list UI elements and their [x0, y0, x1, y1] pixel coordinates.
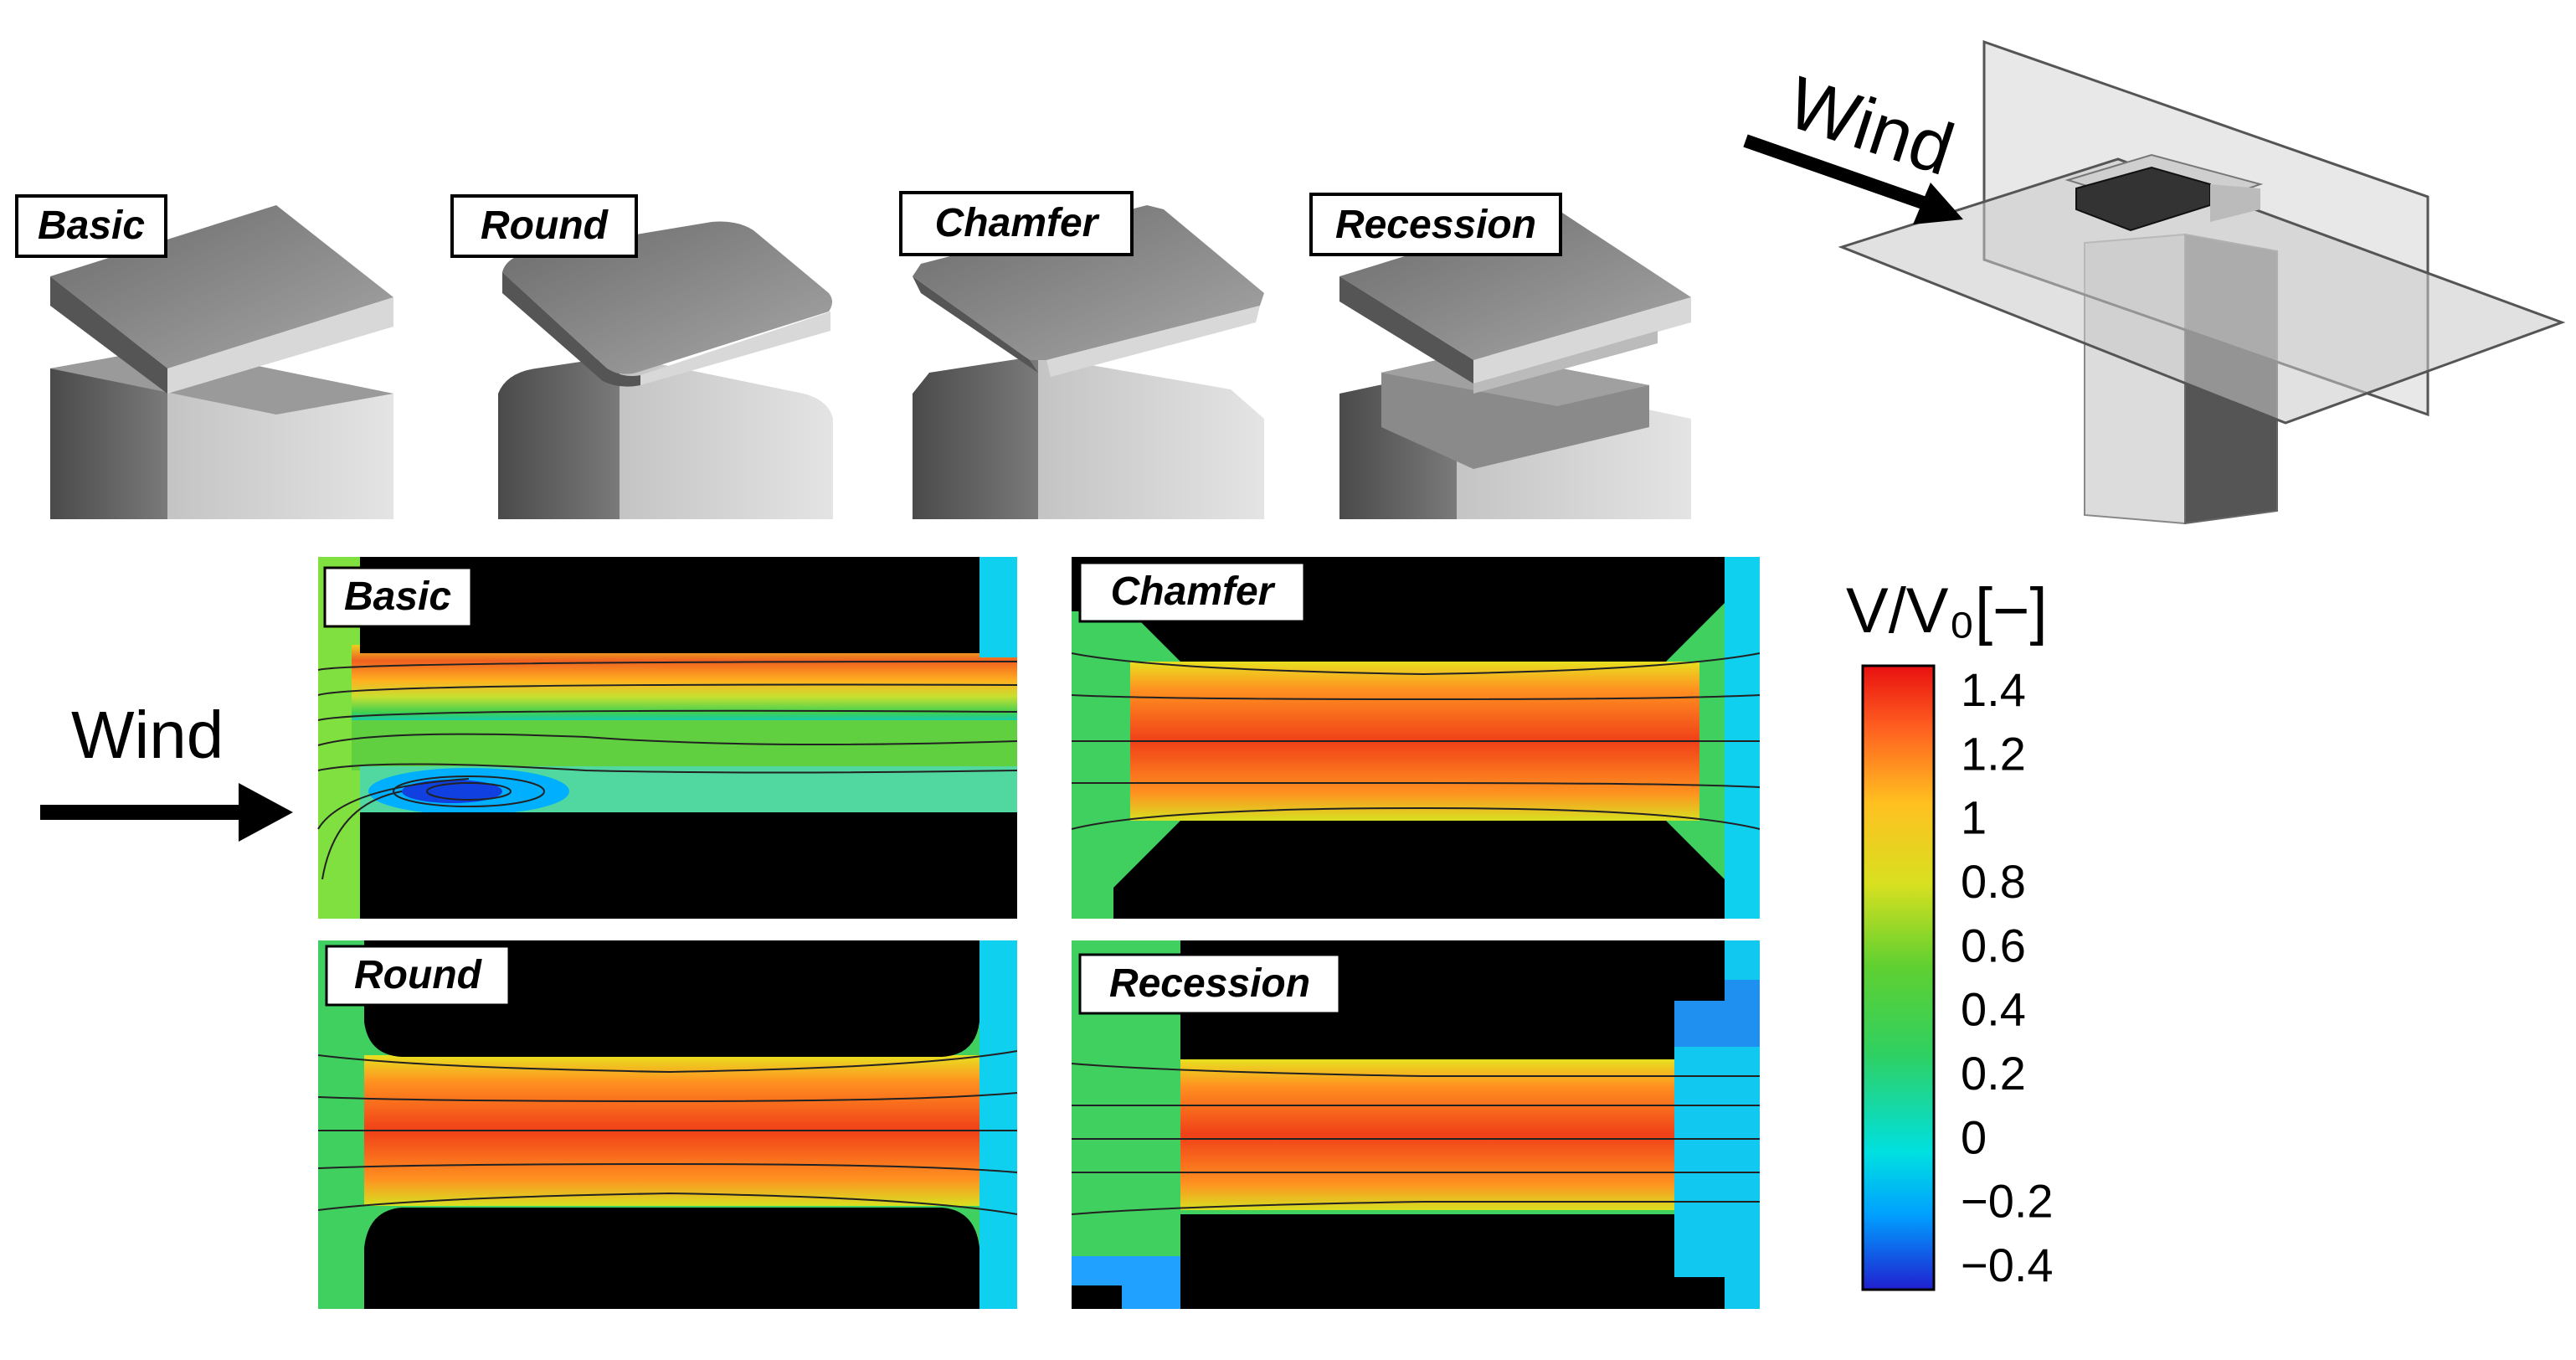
- colorbar-tick-label: 1: [1961, 791, 1987, 844]
- colorbar-tick-label: −0.4: [1961, 1239, 2054, 1291]
- model-label-round: Round: [450, 194, 638, 258]
- colorbar-tick-label: 0.6: [1961, 919, 2026, 971]
- colorbar-tick-label: −0.2: [1961, 1175, 2054, 1228]
- panel-label-round: Round: [325, 945, 511, 1007]
- model-round-label-text: Round: [481, 203, 609, 248]
- model-round: [498, 221, 833, 519]
- colorbar-tick-label: 0.8: [1961, 855, 2026, 908]
- panel-label-chamfer: Chamfer: [1078, 561, 1306, 623]
- colorbar: [1861, 664, 1936, 1291]
- colorbar-tick-label: 0.2: [1961, 1047, 2026, 1100]
- panel-basic: [317, 557, 1018, 919]
- panel-label-basic: Basic: [323, 566, 473, 628]
- setup-schematic: [1838, 39, 2566, 525]
- panel-recession-label-text: Recession: [1109, 961, 1310, 1006]
- flow-wind-arrow: [40, 783, 293, 842]
- panel-round-label-text: Round: [354, 953, 483, 997]
- model-label-recession: Recession: [1309, 193, 1562, 256]
- panel-basic-label-text: Basic: [344, 574, 451, 619]
- setup-wind-arrow: [1743, 134, 1963, 224]
- model-label-basic: Basic: [15, 194, 167, 258]
- model-basic-label-text: Basic: [38, 203, 145, 248]
- colorbar-tick-label: 0: [1961, 1110, 1987, 1163]
- model-basic: [50, 205, 393, 519]
- model-chamfer-label-text: Chamfer: [935, 201, 1100, 245]
- colorbar-title: V/V₀[−]: [1846, 575, 2048, 647]
- model-label-chamfer: Chamfer: [899, 191, 1134, 256]
- colorbar-tick-label: 1.4: [1961, 663, 2026, 716]
- panel-label-recession: Recession: [1078, 953, 1341, 1015]
- colorbar-tick-labels: 1.4 1.2 1 0.8 0.6 0.4 0.2 0 −0.2 −0.4: [1961, 663, 2054, 1291]
- colorbar-tick-label: 0.4: [1961, 983, 2026, 1036]
- colorbar-tick-label: 1.2: [1961, 727, 2026, 780]
- setup-wind-label: Wind: [1778, 60, 1963, 191]
- panel-chamfer: [1071, 557, 1761, 919]
- model-recession-label-text: Recession: [1335, 203, 1536, 247]
- panel-chamfer-label-text: Chamfer: [1111, 569, 1276, 614]
- model-chamfer: [913, 205, 1264, 519]
- model-recession: [1339, 209, 1691, 519]
- flow-wind-label: Wind: [71, 698, 224, 772]
